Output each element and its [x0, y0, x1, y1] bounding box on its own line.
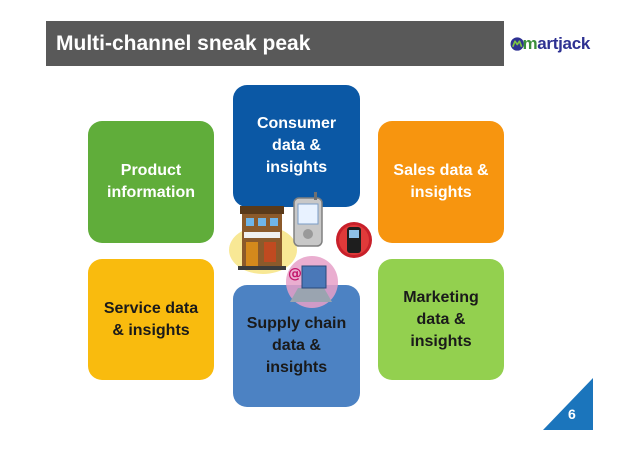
store-icon	[229, 206, 297, 274]
email-laptop-icon: @	[286, 256, 338, 308]
logo-mark-icon	[510, 37, 524, 51]
service-insights-box: Service data & insights	[88, 259, 214, 380]
pda-icon	[293, 192, 323, 247]
logo-text: martjack	[522, 34, 590, 53]
product-information-box: Product information	[88, 121, 214, 243]
slide-title: Multi-channel sneak peak	[56, 31, 311, 55]
page-number-triangle	[543, 378, 593, 430]
consumer-insights-box: Consumer data & insights	[233, 85, 360, 207]
svg-text:@: @	[288, 266, 302, 282]
mobile-phone-icon	[336, 222, 372, 258]
channel-clipart: @	[229, 192, 372, 308]
marketing-insights-box: Marketing data & insights	[378, 259, 504, 380]
sales-insights-box: Sales data & insights	[378, 121, 504, 243]
supply-chain-box: Supply chain data & insights	[233, 285, 360, 407]
page-number: 6	[568, 406, 576, 422]
martjack-logo: martjack	[510, 28, 590, 60]
title-bar: Multi-channel sneak peak	[46, 21, 504, 66]
